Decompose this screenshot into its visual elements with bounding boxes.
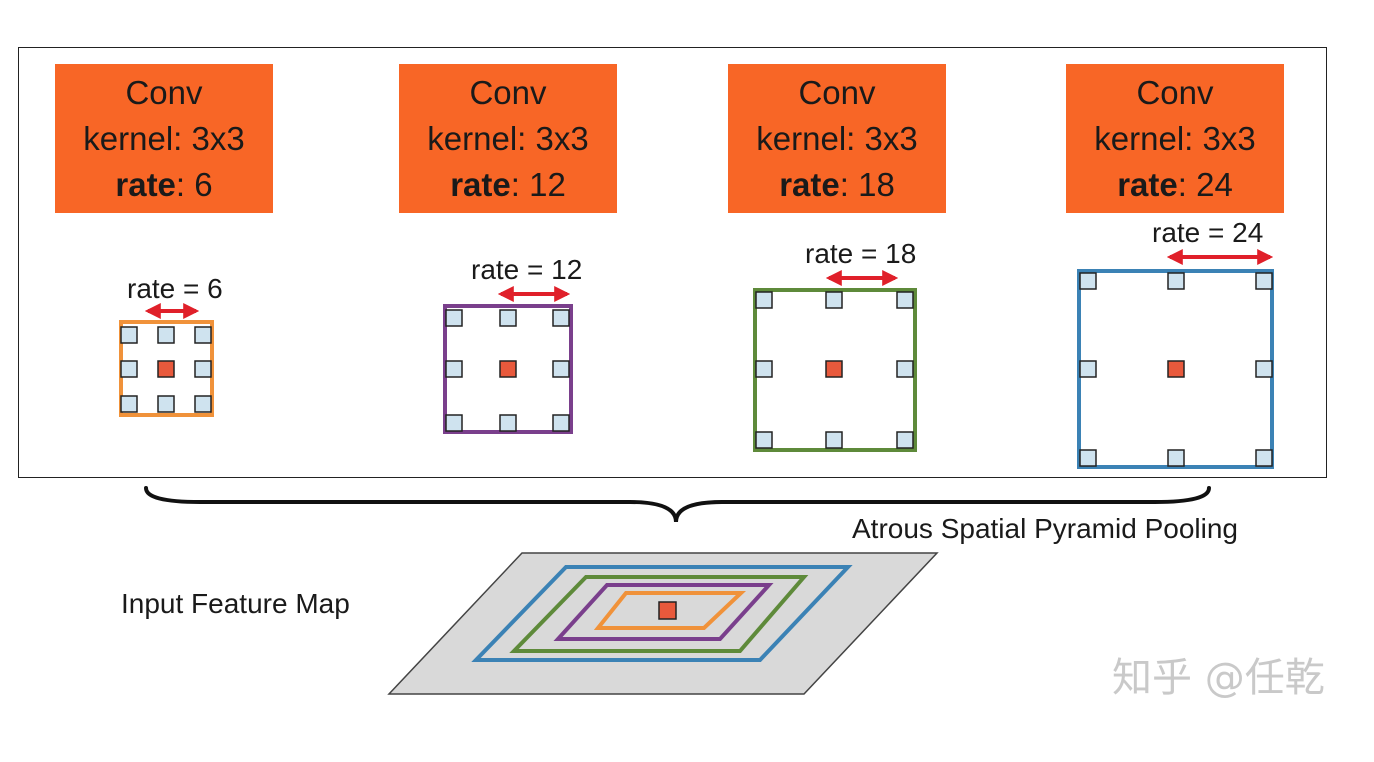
conv-rate-value: : 24 — [1177, 165, 1233, 203]
kernel-grid-rate-6 — [119, 303, 214, 417]
conv-rate-value: : 12 — [510, 165, 566, 203]
rate-caption-18: rate = 18 — [805, 238, 917, 269]
sample-cell — [755, 360, 773, 378]
sample-cell — [499, 309, 517, 327]
conv-title: Conv — [798, 73, 876, 111]
sample-cell — [825, 291, 843, 309]
kernel-grid-rate-12 — [443, 286, 573, 434]
sample-cell — [445, 309, 463, 327]
conv-rate-key: rate — [779, 165, 840, 203]
conv-box-rate-24: Conv kernel: 3x3 rate: 24 — [1066, 64, 1284, 213]
center-cell — [157, 360, 175, 378]
sample-cell — [552, 309, 570, 327]
conv-rate-key: rate — [1117, 165, 1178, 203]
sample-cell — [1167, 449, 1185, 467]
rate-caption-24: rate = 24 — [1152, 217, 1264, 248]
conv-title: Conv — [469, 73, 547, 111]
conv-kernel: kernel: 3x3 — [1094, 119, 1256, 157]
aspp-panel — [18, 47, 1327, 478]
receptive-field-18 — [509, 575, 809, 653]
sample-cell — [896, 360, 914, 378]
conv-title: Conv — [1136, 73, 1214, 111]
sample-cell — [755, 291, 773, 309]
rate-caption-6: rate = 6 — [127, 273, 223, 304]
kernel-grid-rate-24 — [1077, 249, 1274, 469]
conv-box-rate-12: Conv kernel: 3x3 rate: 12 — [399, 64, 617, 213]
conv-rate-value: : 6 — [175, 165, 213, 203]
sample-cell — [445, 414, 463, 432]
receptive-field-6 — [593, 591, 747, 630]
rate-caption-12: rate = 12 — [471, 254, 583, 285]
center-cell — [1167, 360, 1185, 378]
sample-cell — [445, 360, 463, 378]
input-feature-map-label: Input Feature Map — [121, 588, 350, 619]
sample-cell — [1167, 272, 1185, 290]
curly-brace — [144, 486, 1211, 523]
conv-rate-key: rate — [450, 165, 511, 203]
sample-cell — [1079, 449, 1097, 467]
conv-box-rate-18: Conv kernel: 3x3 rate: 18 — [728, 64, 946, 213]
feature-map-plane — [387, 552, 939, 695]
conv-box-rate-6: Conv kernel: 3x3 rate: 6 — [55, 64, 273, 213]
sample-cell — [120, 360, 138, 378]
conv-kernel: kernel: 3x3 — [427, 119, 589, 157]
aspp-label: Atrous Spatial Pyramid Pooling — [852, 513, 1238, 544]
center-cell — [658, 601, 677, 620]
conv-kernel: kernel: 3x3 — [83, 119, 245, 157]
sample-cell — [896, 431, 914, 449]
watermark: 知乎 @任乾 — [1112, 655, 1325, 701]
sample-cell — [755, 431, 773, 449]
sample-cell — [896, 291, 914, 309]
sample-cell — [552, 414, 570, 432]
kernel-grid-rate-18 — [753, 270, 917, 452]
conv-kernel: kernel: 3x3 — [756, 119, 918, 157]
sample-cell — [1255, 360, 1273, 378]
conv-rate-key: rate — [115, 165, 176, 203]
center-cell — [499, 360, 517, 378]
sample-cell — [120, 326, 138, 344]
center-cell — [825, 360, 843, 378]
conv-rate-value: : 18 — [839, 165, 895, 203]
sample-cell — [499, 414, 517, 432]
sample-cell — [157, 395, 175, 413]
sample-cell — [1079, 272, 1097, 290]
conv-title: Conv — [125, 73, 203, 111]
sample-cell — [825, 431, 843, 449]
receptive-field-12 — [553, 583, 774, 641]
kernel-border — [443, 304, 573, 434]
input-feature-map — [387, 552, 939, 695]
sample-cell — [1079, 360, 1097, 378]
sample-cell — [194, 360, 212, 378]
sample-cell — [194, 326, 212, 344]
sample-cell — [1255, 449, 1273, 467]
sample-cell — [194, 395, 212, 413]
sample-cell — [552, 360, 570, 378]
sample-cell — [157, 326, 175, 344]
sample-cell — [120, 395, 138, 413]
kernel-border — [753, 288, 917, 452]
receptive-field-24 — [471, 565, 853, 662]
sample-cell — [1255, 272, 1273, 290]
